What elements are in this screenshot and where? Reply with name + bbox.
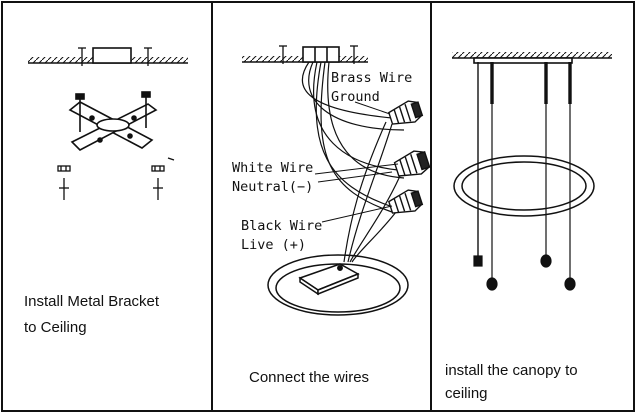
caption-line-1: install the canopy to: [445, 362, 578, 379]
junction-box: [92, 47, 132, 64]
white-label-line-2: Neutral(−): [232, 179, 313, 195]
label-black-wire-live: Black Wire Live (+): [241, 218, 330, 253]
brass-label-line-1: Brass Wire: [331, 70, 412, 86]
panel-install-canopy: install the canopy to ceiling: [445, 52, 612, 402]
bracket-screws: [57, 157, 175, 200]
caption-line-1: Connect the wires: [249, 369, 369, 386]
wires: [301, 61, 405, 263]
metal-bracket: [68, 91, 158, 151]
ceiling-screws: [279, 45, 358, 64]
rod-end-caps: [473, 254, 576, 291]
label-brass-wire-ground: Brass Wire Ground: [331, 70, 420, 105]
label-leaders: [314, 101, 399, 223]
panel-install-bracket: Install Metal Bracket to Ceiling: [24, 47, 188, 336]
caption-connect-wires: Connect the wires: [249, 369, 369, 386]
brass-label-line-2: Ground: [331, 89, 380, 105]
ceiling-canopy-plate: [473, 57, 573, 64]
ceiling-line: [452, 52, 612, 59]
caption-install-bracket: Install Metal Bracket to Ceiling: [24, 293, 163, 336]
lamp-canopy: [267, 254, 409, 316]
junction-box: [302, 46, 340, 63]
caption-line-2: ceiling: [445, 385, 488, 402]
mounting-rods: [477, 62, 572, 282]
caption-line-1: Install Metal Bracket: [24, 293, 160, 310]
panel-connect-wires: Brass Wire Ground White Wire Neutral(−) …: [232, 45, 431, 386]
ceiling-screws: [78, 47, 152, 66]
black-label-line-1: Black Wire: [241, 218, 322, 234]
caption-install-canopy: install the canopy to ceiling: [445, 362, 582, 402]
black-label-line-2: Live (+): [241, 237, 306, 253]
wire-connectors: [387, 100, 431, 214]
white-label-line-1: White Wire: [232, 160, 313, 176]
caption-line-2: to Ceiling: [24, 319, 87, 336]
label-white-wire-neutral: White Wire Neutral(−): [232, 160, 321, 195]
lamp-ring: [453, 155, 595, 217]
